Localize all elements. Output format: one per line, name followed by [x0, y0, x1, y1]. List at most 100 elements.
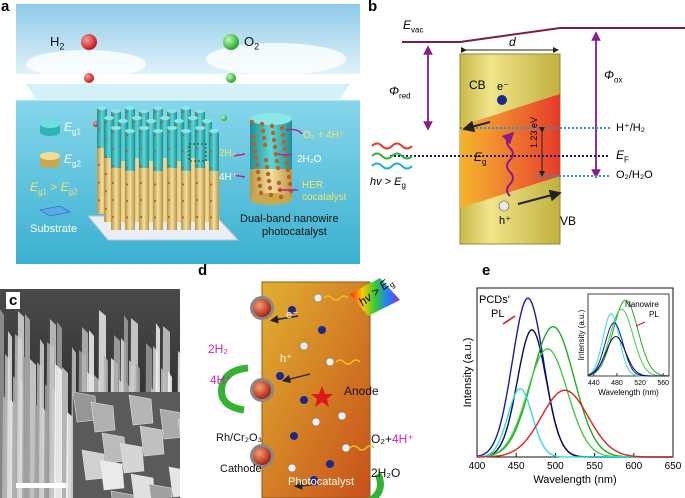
nanowire-facet: [90, 401, 116, 433]
panel-letter-a: a: [1, 0, 10, 15]
hole-particle: [325, 357, 335, 367]
panel-letter-e: e: [482, 262, 491, 279]
hole-particle: [337, 411, 347, 421]
pcds-pl-line-2: PL: [491, 308, 505, 320]
light-beam: [350, 278, 400, 316]
panel-a-illustration: [16, 4, 360, 264]
inset-x-tick-label: 560: [657, 380, 669, 387]
hole-drift-arrow: [517, 189, 562, 205]
electron-particle: [288, 306, 296, 314]
nanowire-facet: [177, 418, 180, 437]
hole-particle: [287, 463, 297, 473]
nanowire: [104, 116, 114, 222]
cocatalyst-dot: [273, 151, 279, 157]
cocatalyst-dot: [265, 171, 271, 177]
nanowire-spike: [49, 319, 56, 498]
nanowire-spike: [29, 359, 36, 498]
cocatalyst-dot: [252, 148, 258, 154]
nanowire-spike: [7, 331, 12, 498]
cocatalyst-spheres: [250, 296, 274, 468]
nanowire: [167, 126, 177, 230]
light-wave-cyan: [371, 162, 413, 170]
panel-letter-d: d: [198, 262, 208, 279]
nanowire-facet: [168, 466, 180, 498]
vb-label: VB: [560, 214, 577, 228]
cathode-label: Cathode: [220, 463, 262, 475]
hole-particle: [341, 443, 351, 453]
eg1-label: Eg1: [64, 120, 81, 137]
cocatalyst-dot: [271, 137, 277, 143]
cocatalyst-dot: [263, 157, 269, 163]
cocatalyst-dot: [269, 123, 275, 129]
green-arrow-oxygen: [367, 472, 384, 498]
substrate-icon: [38, 205, 72, 217]
cocatalyst-dot: [270, 130, 276, 136]
pcds-pl-label: PCDs' PL: [479, 293, 510, 321]
hole-flow-wave: [323, 295, 349, 301]
cocatalyst-label: cocatalyst: [302, 192, 347, 203]
reaction-2h2o-label: 2H₂O: [297, 154, 322, 165]
reaction-2h2-d-label: 2H₂: [208, 342, 228, 356]
nanowire-spike: [44, 384, 50, 498]
cocatalyst-dot: [268, 192, 274, 198]
cocatalyst-dot: [258, 190, 264, 196]
cocatalyst-dot: [284, 160, 290, 166]
inset-x-tick-label: 480: [611, 380, 623, 387]
nanowire: [139, 126, 149, 230]
o2-label: O2: [244, 34, 260, 52]
h2-sphere-small: [84, 73, 94, 83]
o2-h2o-label: O₂/H₂O: [616, 169, 653, 181]
cocatalyst-dot: [262, 142, 268, 148]
reaction-2h2o-d-label: 2H₂O: [371, 466, 401, 480]
electron-particle: [300, 396, 308, 404]
o2-sphere-small: [226, 73, 236, 83]
arrow-o2: [285, 128, 303, 135]
nanowire-pl-line-1: Nanowire: [625, 300, 659, 309]
panel-letter-c: c: [6, 292, 21, 309]
cocatalyst-dot: [253, 155, 259, 161]
electron-sphere: [497, 95, 507, 105]
electron-particle: [276, 372, 284, 380]
cocatalyst-dot: [266, 178, 272, 184]
nanowire-facet: [119, 442, 145, 474]
recombination-star: [311, 386, 333, 407]
cocatalyst-dot: [281, 139, 287, 145]
substrate-label: Substrate: [30, 223, 78, 235]
nanowire: [181, 129, 191, 230]
panel-letter-b: b: [368, 0, 378, 15]
x-tick-label: 450: [508, 461, 525, 472]
pcds-pointer-arrow: [502, 315, 516, 325]
nanowire-facet: [148, 483, 173, 498]
caption-line-2: photocatalyst: [262, 226, 327, 238]
eg-compare-label: Eg1 > Eg2: [30, 180, 78, 197]
caption-line-1: Dual-band nanowire: [240, 213, 339, 225]
hole-flow-wave: [335, 359, 361, 365]
cb-label: CB: [469, 78, 486, 92]
panel-d-illustration: [217, 278, 400, 498]
photocatalyst-label: Photocatalyst: [288, 476, 355, 488]
nanowire-pointer-arrow: [635, 321, 646, 327]
cocatalyst-dot: [285, 167, 291, 173]
cocatalyst-dot: [249, 119, 255, 125]
electron-flow-arrow: [281, 373, 311, 384]
vacuum-level-line: [402, 27, 685, 43]
o2-bubble: [221, 115, 227, 121]
x-tick-label: 500: [547, 461, 564, 472]
cocatalyst-dot: [286, 174, 292, 180]
cocatalyst-dot: [259, 121, 265, 127]
x-tick-label: 650: [665, 461, 682, 472]
cloud: [206, 43, 346, 75]
electron-d-label: e⁻: [286, 309, 298, 321]
cocatalyst-dot: [275, 165, 281, 171]
panel-b-band-diagram: [371, 27, 685, 245]
nanowire-spike: [54, 364, 62, 498]
phi-ox-label: Φox: [604, 68, 623, 85]
nanowire-spike: [22, 356, 30, 498]
inset-x-tick-label: 440: [588, 380, 600, 387]
nanowire-spike: [39, 339, 44, 498]
evac-label: Evac: [403, 18, 424, 35]
cocatalyst-dot: [267, 185, 273, 191]
arrow-h-zoom: [232, 153, 246, 157]
electron-particle: [290, 432, 298, 440]
inset-series-line: [587, 299, 670, 377]
